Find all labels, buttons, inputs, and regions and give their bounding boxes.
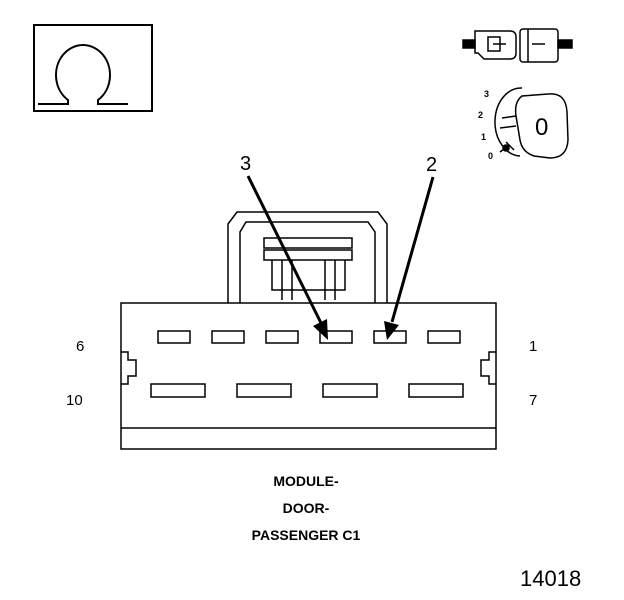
key-position-0: 0 <box>488 151 494 161</box>
caption-line-2: DOOR- <box>282 500 330 516</box>
terminal-4 <box>265 330 299 344</box>
key-position-1: 1 <box>481 132 487 142</box>
terminal-row-top <box>157 330 461 344</box>
terminal-row-bottom <box>150 383 464 398</box>
connector-latch <box>227 211 388 303</box>
connector-body <box>120 302 497 450</box>
figure-number: 14018 <box>520 566 582 591</box>
pin-label-6: 6 <box>76 338 85 355</box>
ignition-key-icon <box>494 87 569 159</box>
terminal-5 <box>211 330 245 344</box>
terminal-7 <box>408 383 464 398</box>
connector-view-icon <box>462 28 573 63</box>
terminal-2 <box>373 330 407 344</box>
terminal-6 <box>157 330 191 344</box>
pin-label-7: 7 <box>529 392 538 409</box>
terminal-8 <box>322 383 378 398</box>
terminal-1 <box>427 330 461 344</box>
caption-line-3: PASSENGER C1 <box>251 527 361 543</box>
terminal-3 <box>319 330 353 344</box>
pointer-arrows <box>246 175 435 340</box>
terminal-10 <box>150 383 206 398</box>
caption-line-1: MODULE- <box>273 473 339 489</box>
callout-2: 2 <box>426 154 438 176</box>
callout-3: 3 <box>240 153 252 175</box>
pin-label-1: 1 <box>529 338 538 355</box>
pin-label-10: 10 <box>66 392 83 409</box>
key-current-position: 0 <box>535 114 549 141</box>
key-position-2: 2 <box>478 110 484 120</box>
omega-icon <box>33 24 153 112</box>
key-position-3: 3 <box>484 89 490 99</box>
terminal-9 <box>236 383 292 398</box>
